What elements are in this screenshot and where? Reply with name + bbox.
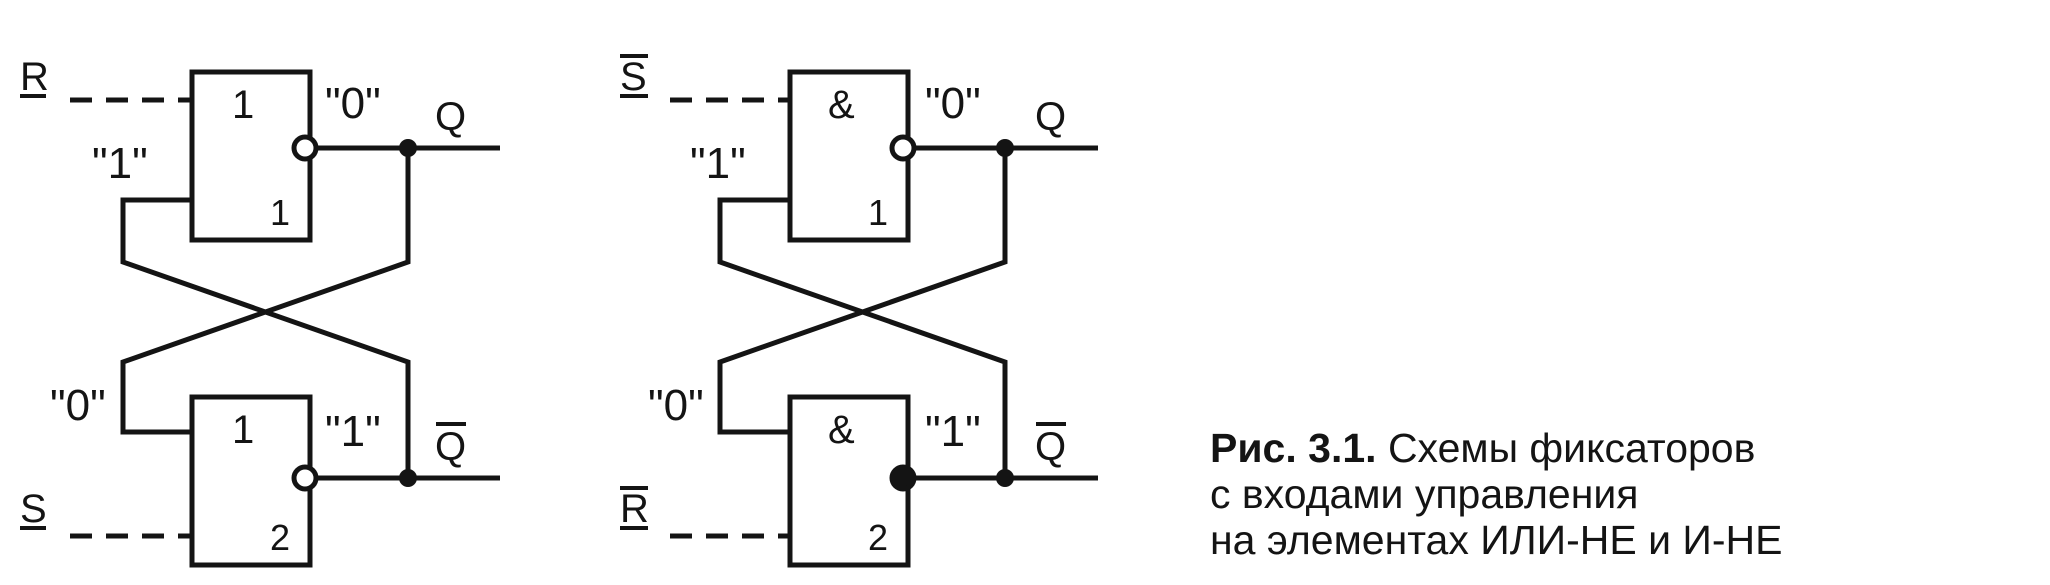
nor-feedback-wire-b bbox=[120, 148, 411, 435]
nor-bottom-gate-function: 1 bbox=[232, 408, 254, 452]
nand-top-gate-function: & bbox=[828, 83, 855, 127]
nor-bottom-gate bbox=[189, 394, 313, 568]
nand-bottom-junction bbox=[996, 469, 1014, 487]
nand-feedback-wire-a bbox=[717, 197, 1008, 478]
nand-bottom-gate bbox=[787, 394, 911, 568]
nand-bottom-input-state: "0" bbox=[648, 381, 704, 430]
nand-top-gate-pin: 1 bbox=[868, 192, 888, 233]
figure-caption: Рис. 3.1. Схемы фиксаторов с входами упр… bbox=[1210, 425, 2030, 563]
nor-top-gate-inversion bbox=[291, 134, 319, 162]
caption-line-3: на элементах ИЛИ-НЕ и И-НЕ bbox=[1210, 517, 1783, 563]
nand-feedback-wire-b bbox=[717, 148, 1008, 435]
caption-line-2: с входами управления bbox=[1210, 471, 1639, 517]
nand-bottom-input-label: R bbox=[620, 487, 649, 531]
nor-top-gate bbox=[189, 69, 313, 243]
figure-number: Рис. 3.1. bbox=[1210, 425, 1377, 471]
nand-top-gate-inversion bbox=[889, 134, 917, 162]
nor-top-gate-function: 1 bbox=[232, 83, 254, 127]
nor-bottom-input-state: "0" bbox=[50, 381, 106, 430]
nor-feedback-wire-a bbox=[120, 197, 411, 478]
nor-top-output-state: "0" bbox=[325, 79, 381, 128]
nor-bottom-input-label: S bbox=[20, 487, 47, 531]
caption-line-1: Схемы фиксаторов bbox=[1387, 425, 1756, 471]
nor-bottom-gate-inversion bbox=[291, 464, 319, 492]
nor-bottom-junction bbox=[399, 469, 417, 487]
nand-q-label: Q bbox=[1035, 95, 1066, 139]
nor-bottom-gate-pin: 2 bbox=[270, 517, 290, 558]
nor-top-input-state: "1" bbox=[92, 139, 148, 188]
nand-top-input-state: "1" bbox=[690, 139, 746, 188]
nand-bottom-gate-inversion bbox=[889, 464, 917, 492]
nand-bottom-gate-pin: 2 bbox=[868, 517, 888, 558]
nor-bottom-output-state: "1" bbox=[325, 407, 381, 456]
nand-qbar-label: Q bbox=[1035, 425, 1066, 469]
nand-top-gate bbox=[787, 69, 911, 243]
nor-top-gate-pin: 1 bbox=[270, 192, 290, 233]
nor-top-input-label: R bbox=[20, 55, 49, 99]
nor-latch: 1 1 R "0" Q "1" 1 2 "0" "1" Q S bbox=[20, 55, 500, 568]
nand-bottom-gate-function: & bbox=[828, 408, 855, 452]
nand-bottom-output-state: "1" bbox=[925, 407, 981, 456]
nand-top-input-label: S bbox=[620, 55, 647, 99]
nor-q-label: Q bbox=[435, 95, 466, 139]
nor-qbar-label: Q bbox=[435, 425, 466, 469]
nand-latch: & 1 S "0" Q "1" & 2 "0" "1" Q R bbox=[620, 54, 1098, 568]
nand-top-output-state: "0" bbox=[925, 79, 981, 128]
